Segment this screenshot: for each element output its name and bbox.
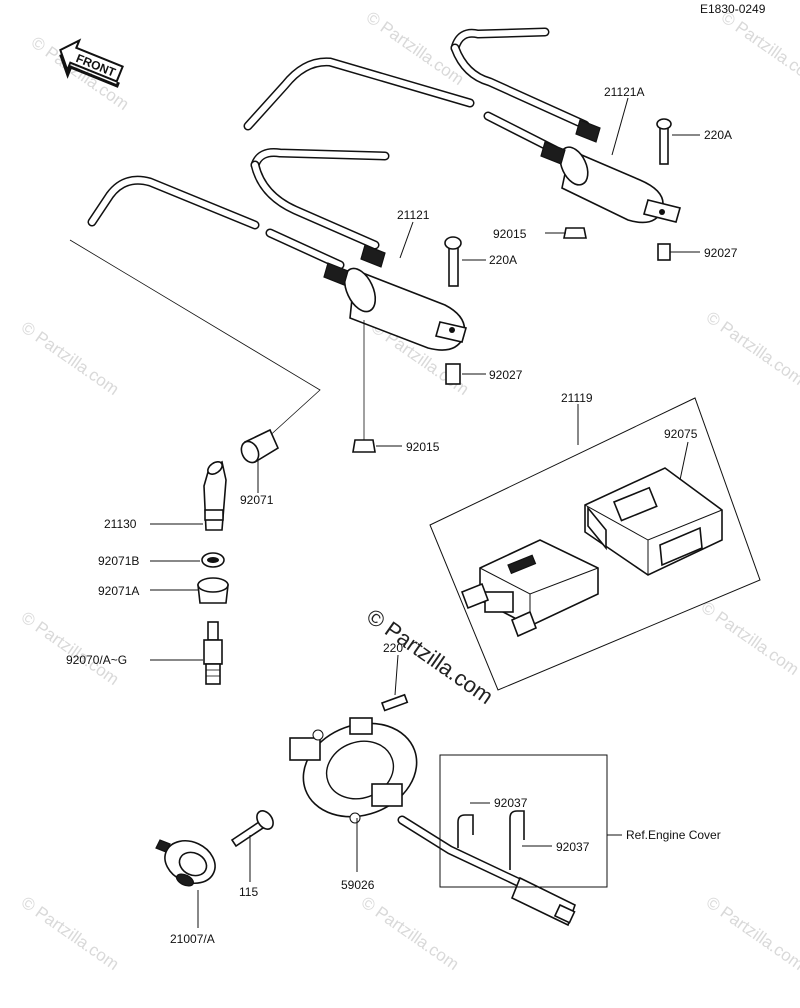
diagram-code: E1830-0249 <box>700 2 766 16</box>
igniter-unit-92075[interactable] <box>584 467 723 576</box>
label-92027: 92027 <box>489 368 523 382</box>
label-92071: 92071 <box>240 493 274 507</box>
bolt-220a-upper[interactable] <box>656 118 672 165</box>
label-220a-upper: 220A <box>704 128 732 142</box>
collar-92027-upper[interactable] <box>657 243 671 261</box>
ignition-coil-upper[interactable] <box>243 27 681 224</box>
bolt-115[interactable] <box>230 808 276 848</box>
collar-92027-lower[interactable] <box>445 363 461 385</box>
plug-cap-21130[interactable] <box>203 459 227 531</box>
leader-lines <box>150 97 700 928</box>
label-92015-upper: 92015 <box>493 227 527 241</box>
seal-92071a[interactable] <box>197 577 229 604</box>
part-labels: 21121A 220A 92015 92027 21121 220A 92027… <box>66 85 738 946</box>
engine-cover-ref-box <box>439 754 608 888</box>
label-ref-engine-cover: Ref.Engine Cover <box>626 828 721 842</box>
watermark-tile: © Partzilla.com <box>18 318 123 399</box>
watermark-tile: © Partzilla.com <box>718 8 800 89</box>
label-92015: 92015 <box>406 440 440 454</box>
ignition-coil-lower[interactable] <box>87 148 468 351</box>
igniter-box-21119[interactable] <box>429 397 761 691</box>
bracket-92037-a[interactable] <box>457 814 474 848</box>
watermark-tile: © Partzilla.com <box>703 893 800 974</box>
label-92071b: 92071B <box>98 554 139 568</box>
label-21121a: 21121A <box>604 85 644 99</box>
nut-92015-lower[interactable] <box>352 439 376 453</box>
label-92027-upper: 92027 <box>704 246 738 260</box>
watermark-tile: © Partzilla.com <box>18 608 123 689</box>
nut-92015-upper[interactable] <box>563 227 587 239</box>
bolt-220a-lower[interactable] <box>444 236 462 287</box>
label-92070: 92070/A~G <box>66 653 127 667</box>
watermark-tile: © Partzilla.com <box>358 893 463 974</box>
bolt-220[interactable] <box>380 693 409 712</box>
label-115: 115 <box>239 885 258 899</box>
label-92037-a: 92037 <box>494 796 528 810</box>
bracket-92037-b[interactable] <box>509 810 525 870</box>
watermark-tile: © Partzilla.com <box>703 308 800 389</box>
label-21119: 21119 <box>561 391 593 405</box>
timing-plug-21007[interactable] <box>155 833 222 891</box>
plug-cap-92071[interactable] <box>238 428 280 465</box>
label-92071a: 92071A <box>98 584 139 598</box>
label-21130: 21130 <box>104 517 137 531</box>
label-21121: 21121 <box>397 208 430 222</box>
watermark-tile: © Partzilla.com <box>18 893 123 974</box>
watermark-tile: © Partzilla.com <box>698 598 800 679</box>
label-220: 220 <box>383 641 403 655</box>
pickup-coil-59026[interactable] <box>289 708 576 927</box>
label-21007: 21007/A <box>170 932 215 946</box>
label-220a: 220A <box>489 253 517 267</box>
spark-plug[interactable] <box>203 621 223 685</box>
label-92075: 92075 <box>664 427 698 441</box>
label-92037-b: 92037 <box>556 840 590 854</box>
label-59026: 59026 <box>341 878 375 892</box>
main-watermark: © Partzilla.com <box>362 604 498 710</box>
